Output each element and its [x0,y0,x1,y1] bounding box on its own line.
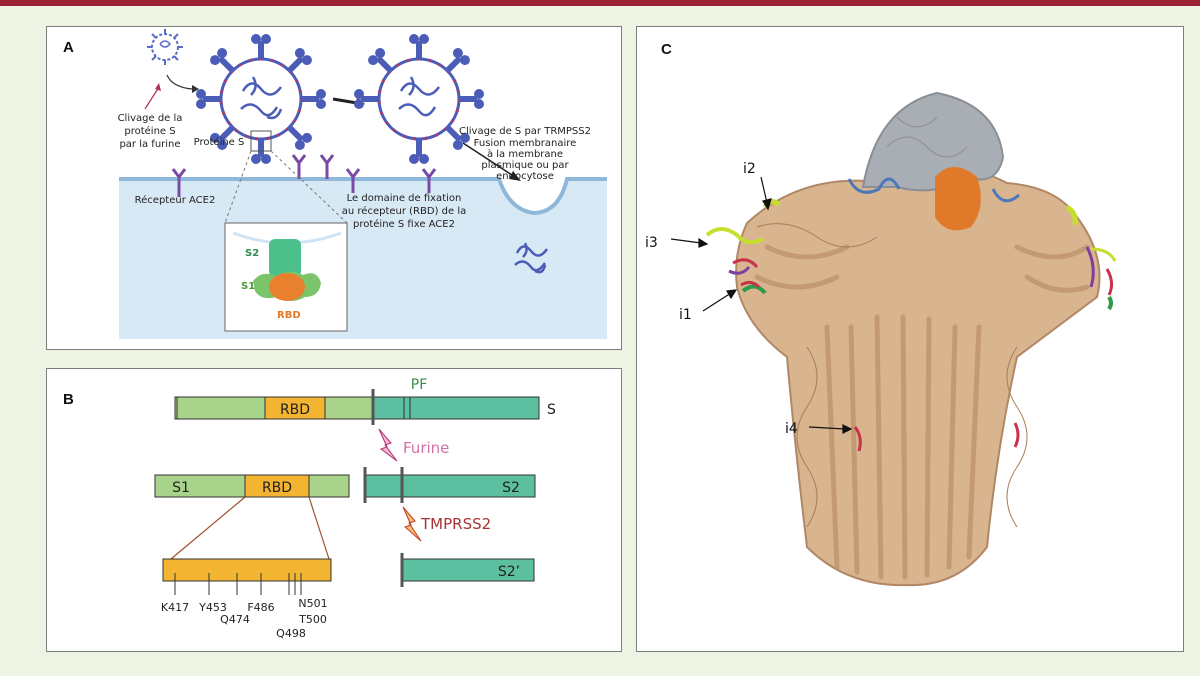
mutation-label-n501: N501 [298,597,327,610]
pf-label: PF [411,377,428,393]
s1-label: S1 [172,480,190,496]
protein-s-label: Protéine S [194,136,245,148]
tmprss2-cleavage-line-5: endocytose [496,171,554,182]
panel-c-label: C [661,41,672,58]
loop-i2-label: i2 [743,161,756,177]
rbd-zoom-line-left [170,496,246,560]
panel-c-structure: i2 i3 i1 i4 [645,91,1117,587]
mutation-label-y453: Y453 [198,601,227,614]
s2-label: S2 [502,480,520,496]
small-virus [147,29,183,65]
endocytosed-virus-icon [514,242,549,274]
panel-c: C [636,26,1184,652]
mutation-label-f486: F486 [247,601,274,614]
virus-particle-1 [196,34,326,164]
spike-trimer-structure [705,91,1117,587]
s2-prime-label: S2’ [498,564,520,580]
transition-arrow [332,97,358,105]
furin-cleavage-line-1: Clivage de la [118,113,183,124]
furin-cleavage-line-2: protéine S [124,125,175,137]
s-protein-s2-part [372,396,540,420]
mutation-label-k417: K417 [161,601,189,614]
furin-cleavage-line-3: par la furine [119,139,180,150]
mutation-ticks [174,573,302,595]
spike-structure-icon [253,239,321,301]
panel-a-illustration: S2 S1 RBD Clivage de la protéine S par l… [118,29,607,339]
mutation-label-q498: Q498 [276,627,306,640]
ace2-receptor-label: Récepteur ACE2 [135,194,216,206]
tmprss2-lightning-icon [402,506,422,542]
spike-zoom-box [250,130,272,152]
panel-b-label: B [63,391,74,408]
tmprss2-label: TMPRSS2 [420,515,491,533]
mutation-label-q474: Q474 [220,613,250,626]
rbd-expanded [162,558,332,582]
rbd-zoom-line-right [308,496,330,560]
ace2-receptor-icon [171,154,437,197]
inset-s1-label: S1 [241,281,255,292]
zoom-line-left [224,150,252,224]
loop-i4-label: i4 [785,421,798,437]
virus-particle-2 [354,34,484,164]
infection-arrow [166,74,193,90]
endocytosis-arrow [462,142,516,178]
tmprss2-cleavage-line-3: à la membrane [487,148,563,160]
furin-pointer-arrow [144,86,160,110]
rbd-binding-line-3: protéine S fixe ACE2 [353,218,455,230]
tmprss2-cleavage-line-2: Fusion membranaire [474,138,577,149]
top-accent-bar [0,0,1200,6]
panel-a: A [46,26,622,350]
panel-b-diagram: RBD PF S Furine S1 RBD S2 TMPRSS2 S2’ K4… [154,377,556,640]
s1-rbd [244,474,310,498]
loop-pointer-arrows [670,176,853,434]
loop-i3-label: i3 [645,235,658,251]
s1-rbd-label: RBD [262,480,292,496]
s-label: S [547,402,556,418]
rbd-binding-line-1: Le domaine de fixation [347,193,462,204]
s-rbd-label: RBD [280,402,310,418]
mutation-label-t500: T500 [298,613,327,626]
tmprss2-cleavage-line-1: Clivage de S par TRMPSS2 [459,126,591,137]
panel-a-label: A [63,39,74,56]
panel-b: B RBD PF S Furine S1 RBD S2 TMPRSS2 S2’ [46,368,622,652]
s-protein-rbd [264,396,326,420]
furin-lightning-icon [378,428,398,462]
plasma-membrane [119,177,607,216]
rbd-binding-line-2: au récepteur (RBD) de la [342,205,466,217]
inset-s2-label: S2 [245,248,259,259]
furine-label: Furine [403,439,449,457]
loop-i1-label: i1 [679,307,692,323]
tmprss2-cleavage-line-4: plasmique ou par [481,160,569,171]
inset-rbd-label: RBD [277,310,301,321]
